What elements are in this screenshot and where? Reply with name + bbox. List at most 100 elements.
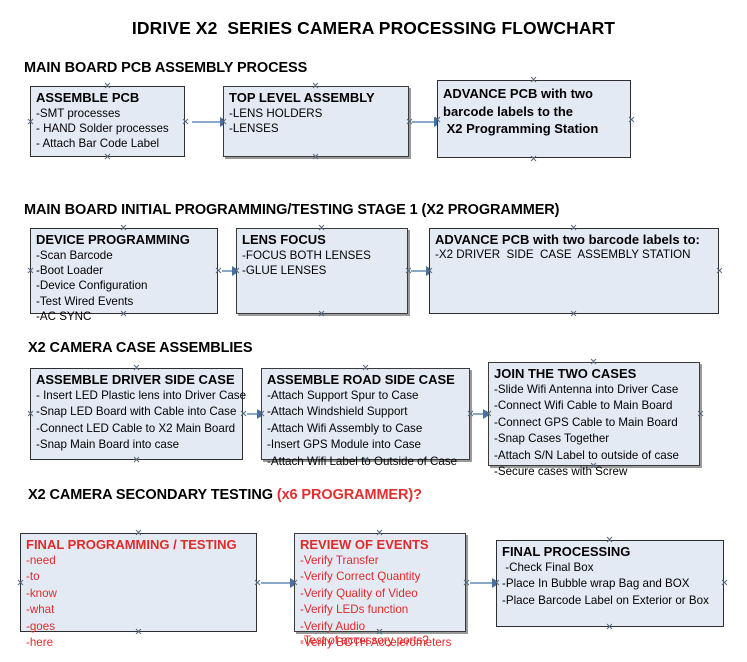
box-line: -SMT processes bbox=[36, 107, 121, 120]
box-title: ASSEMBLE ROAD SIDE CASE bbox=[267, 372, 455, 387]
box-lens-focus[interactable]: LENS FOCUS -FOCUS BOTH LENSES -GLUE LENS… bbox=[236, 228, 408, 314]
box-line: -Verify Correct Quantity bbox=[300, 570, 421, 584]
box-line: - Insert LED Plastic lens into Driver Ca… bbox=[36, 389, 247, 402]
box-title: REVIEW OF EVENTS bbox=[300, 537, 429, 552]
connector-lens-focus-to-advance-pcb[interactable] bbox=[411, 270, 431, 272]
resize-handle-left[interactable] bbox=[27, 410, 34, 417]
box-title: JOIN THE TWO CASES bbox=[494, 366, 637, 381]
resize-handle-top[interactable] bbox=[362, 364, 369, 371]
box-line: -Snap Main Board into case bbox=[36, 438, 180, 452]
resize-handle-left[interactable] bbox=[27, 118, 34, 125]
resize-handle-bottom[interactable] bbox=[312, 153, 319, 160]
resize-handle-right[interactable] bbox=[240, 410, 247, 417]
box-line: -Connect GPS Cable to Main Board bbox=[494, 415, 678, 429]
resize-handle-top[interactable] bbox=[570, 224, 577, 231]
box-advance-pcb-to-driver-side-case-assembly-station[interactable]: ADVANCE PCB with two barcode labels to: … bbox=[429, 228, 719, 314]
section-header-text: X2 CAMERA SECONDARY TESTING bbox=[28, 487, 277, 503]
box-line: -Verify BOTH Accelerometers bbox=[300, 636, 452, 650]
resize-handle-bottom[interactable] bbox=[590, 462, 597, 469]
resize-handle-left[interactable] bbox=[17, 579, 24, 586]
box-line: -goes bbox=[26, 619, 56, 633]
box-assemble-pcb[interactable]: ASSEMBLE PCB -SMT processes - HAND Solde… bbox=[30, 86, 185, 157]
resize-handle-left[interactable] bbox=[233, 267, 240, 274]
resize-handle-bottom[interactable] bbox=[318, 310, 325, 317]
box-device-programming[interactable]: DEVICE PROGRAMMING -Scan Barcode -Boot L… bbox=[30, 228, 218, 323]
connector-review-of-events-to-final-processing[interactable] bbox=[470, 582, 497, 584]
resize-handle-top[interactable] bbox=[530, 76, 537, 83]
box-line: -Device Configuration bbox=[36, 279, 148, 293]
resize-handle-bottom[interactable] bbox=[120, 310, 127, 317]
resize-handle-right[interactable] bbox=[721, 579, 728, 586]
connector-top-level-assembly-to-advance-pcb[interactable] bbox=[412, 121, 439, 123]
box-line: -Verify Quality of Video bbox=[300, 586, 418, 600]
connector-driver-side-to-road-side[interactable] bbox=[247, 413, 263, 415]
resize-handle-left[interactable] bbox=[220, 118, 227, 125]
resize-handle-right[interactable] bbox=[716, 267, 723, 274]
box-line: -AC SYNC bbox=[36, 309, 92, 323]
box-line: -LENS HOLDERS bbox=[229, 107, 323, 120]
section-header-x2-camera-secondary-testing: X2 CAMERA SECONDARY TESTING (x6 PROGRAMM… bbox=[28, 487, 422, 503]
resize-handle-bottom[interactable] bbox=[135, 628, 142, 635]
box-line: -Verify Audio bbox=[300, 619, 366, 633]
box-line: -Snap Cases Together bbox=[494, 432, 610, 446]
resize-handle-bottom[interactable] bbox=[133, 456, 140, 463]
connector-road-side-to-join-cases[interactable] bbox=[473, 413, 489, 415]
resize-handle-top[interactable] bbox=[104, 82, 111, 89]
resize-handle-bottom[interactable] bbox=[570, 310, 577, 317]
resize-handle-left[interactable] bbox=[485, 410, 492, 417]
resize-handle-top[interactable] bbox=[318, 224, 325, 231]
box-assemble-road-side-case[interactable]: ASSEMBLE ROAD SIDE CASE -Attach Support … bbox=[261, 368, 470, 468]
box-line: -to bbox=[26, 570, 40, 584]
resize-handle-right[interactable] bbox=[628, 116, 635, 123]
resize-handle-left[interactable] bbox=[258, 410, 265, 417]
box-title: barcode labels to the bbox=[443, 103, 574, 119]
box-line: -Scan Barcode bbox=[36, 249, 113, 262]
resize-handle-bottom[interactable] bbox=[530, 155, 537, 162]
box-top-level-assembly[interactable]: TOP LEVEL ASSEMBLY -LENS HOLDERS -LENSES bbox=[223, 86, 409, 157]
resize-handle-left[interactable] bbox=[426, 267, 433, 274]
box-title: ADVANCE PCB with two bbox=[443, 86, 593, 101]
box-line: -Connect Wifi Cable to Main Board bbox=[494, 399, 673, 413]
box-join-the-two-cases[interactable]: JOIN THE TWO CASES -Slide Wifi Antenna i… bbox=[488, 362, 700, 478]
resize-handle-left[interactable] bbox=[291, 579, 298, 586]
resize-handle-bottom[interactable] bbox=[104, 153, 111, 160]
resize-handle-right[interactable] bbox=[254, 579, 261, 586]
resize-handle-top[interactable] bbox=[133, 364, 140, 371]
resize-handle-right[interactable] bbox=[697, 410, 704, 417]
resize-handle-right[interactable] bbox=[182, 118, 189, 125]
resize-handle-right[interactable] bbox=[215, 267, 222, 274]
box-line: - Attach Bar Code Label bbox=[36, 137, 160, 151]
box-title: FINAL PROGRAMMING / TESTING bbox=[26, 537, 237, 552]
connector-final-programming-to-review-of-events[interactable] bbox=[261, 582, 294, 584]
resize-handle-bottom[interactable] bbox=[606, 623, 613, 630]
box-line: -Slide Wifi Antenna into Driver Case bbox=[494, 383, 679, 396]
box-line: -Connect LED Cable to X2 Main Board bbox=[36, 421, 236, 435]
resize-handle-top[interactable] bbox=[606, 536, 613, 543]
connector-assemble-pcb-to-top-level-assembly[interactable] bbox=[192, 121, 223, 123]
resize-handle-left[interactable] bbox=[434, 116, 441, 123]
box-line: -Attach Windshield Support bbox=[267, 405, 408, 419]
box-final-programming-testing[interactable]: FINAL PROGRAMMING / TESTING -need -to -k… bbox=[20, 533, 257, 649]
box-title: DEVICE PROGRAMMING bbox=[36, 232, 190, 247]
box-review-of-events[interactable]: REVIEW OF EVENTS -Verify Transfer -Verif… bbox=[294, 533, 466, 649]
resize-handle-top[interactable] bbox=[135, 529, 142, 536]
resize-handle-right[interactable] bbox=[463, 579, 470, 586]
resize-handle-bottom[interactable] bbox=[376, 628, 383, 635]
box-advance-pcb-to-x2-programming-station[interactable]: ADVANCE PCB with two barcode labels to t… bbox=[437, 80, 631, 158]
resize-handle-top[interactable] bbox=[376, 529, 383, 536]
box-line: -Verify Transfer bbox=[300, 554, 379, 567]
box-line: -Insert GPS Module into Case bbox=[267, 438, 422, 452]
resize-handle-top[interactable] bbox=[590, 358, 597, 365]
box-line: -know bbox=[26, 586, 57, 600]
resize-handle-top[interactable] bbox=[312, 82, 319, 89]
resize-handle-top[interactable] bbox=[120, 224, 127, 231]
page-title: IDRIVE X2 SERIES CAMERA PROCESSING FLOWC… bbox=[131, 18, 616, 38]
box-final-processing[interactable]: FINAL PROCESSING -Check Final Box -Place… bbox=[496, 540, 724, 627]
resize-handle-left[interactable] bbox=[27, 267, 34, 274]
box-assemble-driver-side-case[interactable]: ASSEMBLE DRIVER SIDE CASE - Insert LED P… bbox=[30, 368, 247, 460]
box-line: -X2 DRIVER SIDE CASE ASSEMBLY STATION bbox=[435, 248, 691, 261]
resize-handle-bottom[interactable] bbox=[362, 456, 369, 463]
box-line: -Verify LEDs function bbox=[300, 603, 409, 617]
resize-handle-left[interactable] bbox=[493, 579, 500, 586]
connector-device-programming-to-lens-focus[interactable] bbox=[222, 270, 238, 272]
